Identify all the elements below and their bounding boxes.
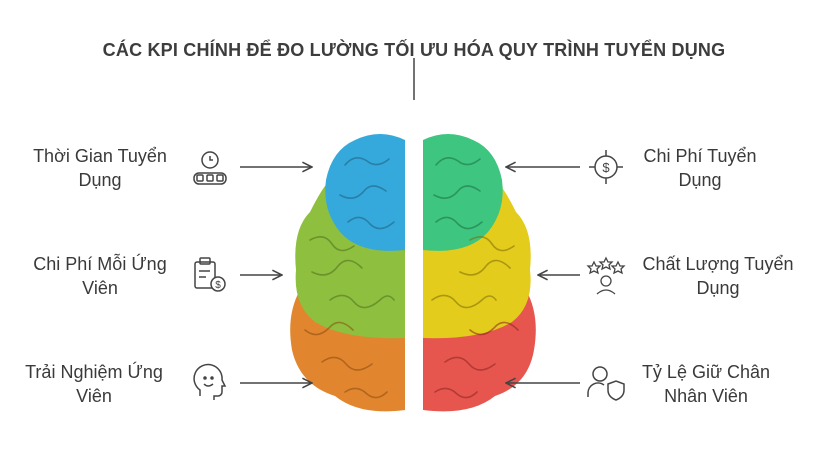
brain-segment-teal-green (423, 134, 503, 251)
label-line: Thời Gian Tuyển (33, 146, 167, 166)
label-line: Dụng (696, 278, 740, 298)
label-line: Dụng (78, 170, 122, 190)
label-line: Chất Lượng Tuyển (642, 254, 794, 274)
kpi-label-thoi-gian-tuyen-dung: Thời Gian Tuyển Dụng (20, 144, 180, 192)
smiling-head-icon (193, 363, 227, 400)
brain-segment-light-green (295, 180, 405, 339)
diagram-title: CÁC KPI CHÍNH ĐỂ ĐO LƯỜNG TỐI ƯU HÓA QUY… (102, 40, 726, 60)
kpi-label-trai-nghiem-ung-vien: Trải Nghiệm Ứng Viên (14, 360, 174, 408)
kpi-label-chat-luong-tuyen-dung: Chất Lượng Tuyển Dụng (638, 252, 798, 300)
clipboard-dollar-icon: $ (194, 257, 226, 292)
svg-text:$: $ (602, 160, 610, 175)
brain-left-hemisphere (290, 134, 405, 412)
kpi-label-ty-le-giu-chan-nhan-vien: Tỷ Lệ Giữ Chân Nhân Viên (626, 360, 786, 408)
label-line: Chi Phí Mỗi Ứng (33, 254, 167, 274)
person-shield-icon (587, 366, 625, 401)
label-line: Chi Phí Tuyển (643, 146, 757, 166)
kpi-label-chi-phi-moi-ung-vien: Chi Phí Mỗi Ứng Viên (20, 252, 180, 300)
brain-right-hemisphere (423, 134, 536, 412)
label-line: Dụng (678, 170, 722, 190)
label-line: Trải Nghiệm Ứng (25, 362, 163, 382)
label-line: Nhân Viên (664, 386, 748, 406)
stars-person-icon (586, 256, 626, 295)
label-line: Viên (76, 386, 112, 406)
timer-conveyor-icon (193, 151, 227, 185)
kpi-label-chi-phi-tuyen-dung: Chi Phí Tuyển Dụng (620, 144, 780, 192)
label-line: Tỷ Lệ Giữ Chân (641, 362, 771, 382)
svg-text:$: $ (215, 280, 221, 291)
label-line: Viên (82, 278, 118, 298)
brain-segment-yellow (423, 180, 531, 339)
brain-segment-blue (325, 134, 405, 251)
dollar-target-icon: $ (589, 150, 623, 184)
